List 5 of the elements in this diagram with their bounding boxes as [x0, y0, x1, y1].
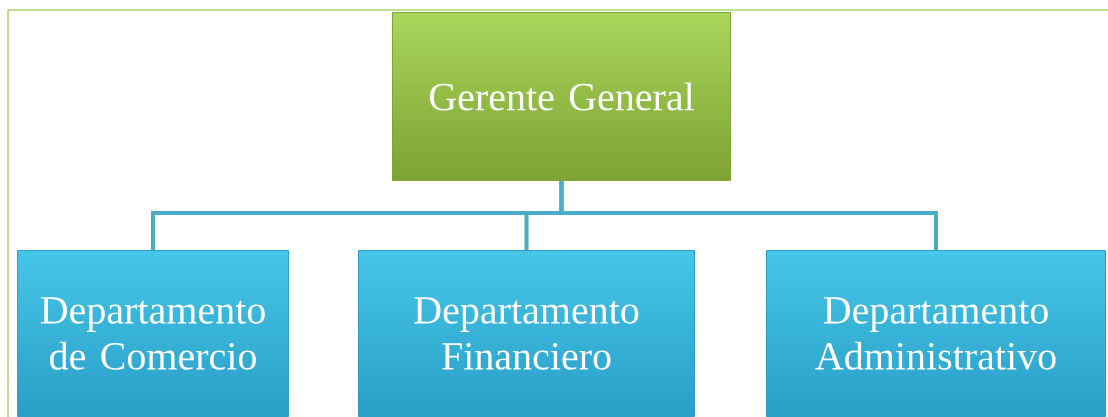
department-box: Departamento Administrativo — [766, 250, 1106, 417]
department-box: Departamento Financiero — [358, 250, 695, 417]
department-box: Departamento de Comercio — [17, 250, 289, 417]
manager-box: Gerente General — [392, 12, 731, 181]
connector-line — [559, 181, 938, 250]
